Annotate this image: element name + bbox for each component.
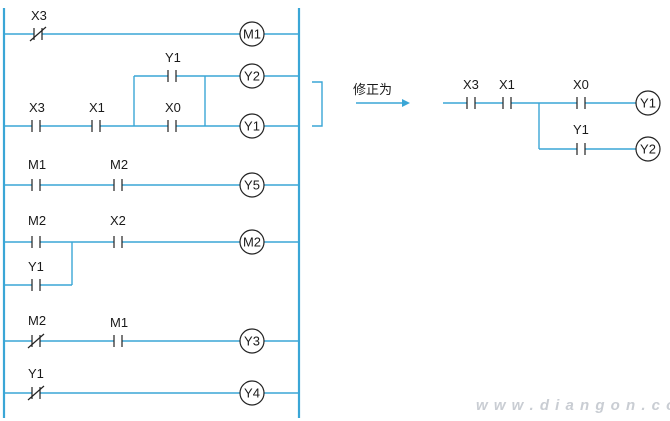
contact-label: Y1 — [28, 366, 44, 381]
no-contact — [31, 120, 41, 132]
nc-contact — [29, 26, 47, 42]
rung-2: X3 X1 Y1 X0 Y2 Y1 — [4, 50, 299, 139]
contact-label: X3 — [29, 100, 45, 115]
coil — [635, 90, 661, 116]
coil-label: Y1 — [244, 119, 260, 134]
contact-label: X3 — [463, 77, 479, 92]
coil-label: M1 — [243, 27, 261, 42]
no-contact — [113, 236, 123, 248]
no-contact — [576, 143, 586, 155]
rung-1: X3 M1 — [4, 8, 299, 47]
coil — [239, 21, 265, 47]
coil — [239, 229, 265, 255]
no-contact — [31, 236, 41, 248]
contact-label: M1 — [28, 157, 46, 172]
coil-label: M2 — [243, 235, 261, 250]
contact-label: M2 — [28, 313, 46, 328]
coil-label: Y5 — [244, 178, 260, 193]
no-contact — [31, 279, 41, 291]
no-contact — [502, 97, 512, 109]
coil-label: Y2 — [244, 69, 260, 84]
rung-3: M1 M2 Y5 — [4, 157, 299, 198]
contact-label: X1 — [499, 77, 515, 92]
contact-label: M2 — [28, 213, 46, 228]
no-contact — [91, 120, 101, 132]
contact-label: X0 — [165, 100, 181, 115]
arrow-label: 修正为 — [353, 83, 392, 98]
no-contact — [576, 97, 586, 109]
contact-label: X2 — [110, 213, 126, 228]
coil-label: Y3 — [244, 334, 260, 349]
coil — [635, 136, 661, 162]
no-contact — [113, 335, 123, 347]
no-contact — [113, 179, 123, 191]
coil-label: Y2 — [640, 142, 656, 157]
contact-label: M1 — [110, 315, 128, 330]
nc-contact — [27, 333, 45, 349]
no-contact — [31, 179, 41, 191]
no-contact — [167, 70, 177, 82]
rung-4: M2 X2 Y1 M2 — [4, 213, 299, 291]
watermark: w w w . d i a n g o n . c o m — [476, 397, 670, 414]
no-contact — [466, 97, 476, 109]
no-contact — [167, 120, 177, 132]
contact-label: X3 — [31, 8, 47, 23]
coil — [239, 328, 265, 354]
contact-label: Y1 — [165, 50, 181, 65]
coil-label: Y1 — [640, 96, 656, 111]
correction-arrow: 修正为 — [353, 83, 410, 107]
coil — [239, 63, 265, 89]
correction-bracket — [312, 81, 323, 127]
contact-label: X0 — [573, 77, 589, 92]
corrected-ladder: X3 X1 X0 Y1 Y1 Y2 — [443, 77, 661, 162]
contact-label: Y1 — [28, 259, 44, 274]
contact-label: M2 — [110, 157, 128, 172]
coil — [239, 172, 265, 198]
nc-contact — [27, 385, 45, 401]
coil-label: Y4 — [244, 386, 260, 401]
coil — [239, 113, 265, 139]
rung-5: M2 M1 Y3 — [4, 313, 299, 354]
rung-6: Y1 Y4 — [4, 366, 299, 406]
contact-label: X1 — [89, 100, 105, 115]
coil — [239, 380, 265, 406]
contact-label: Y1 — [573, 122, 589, 137]
